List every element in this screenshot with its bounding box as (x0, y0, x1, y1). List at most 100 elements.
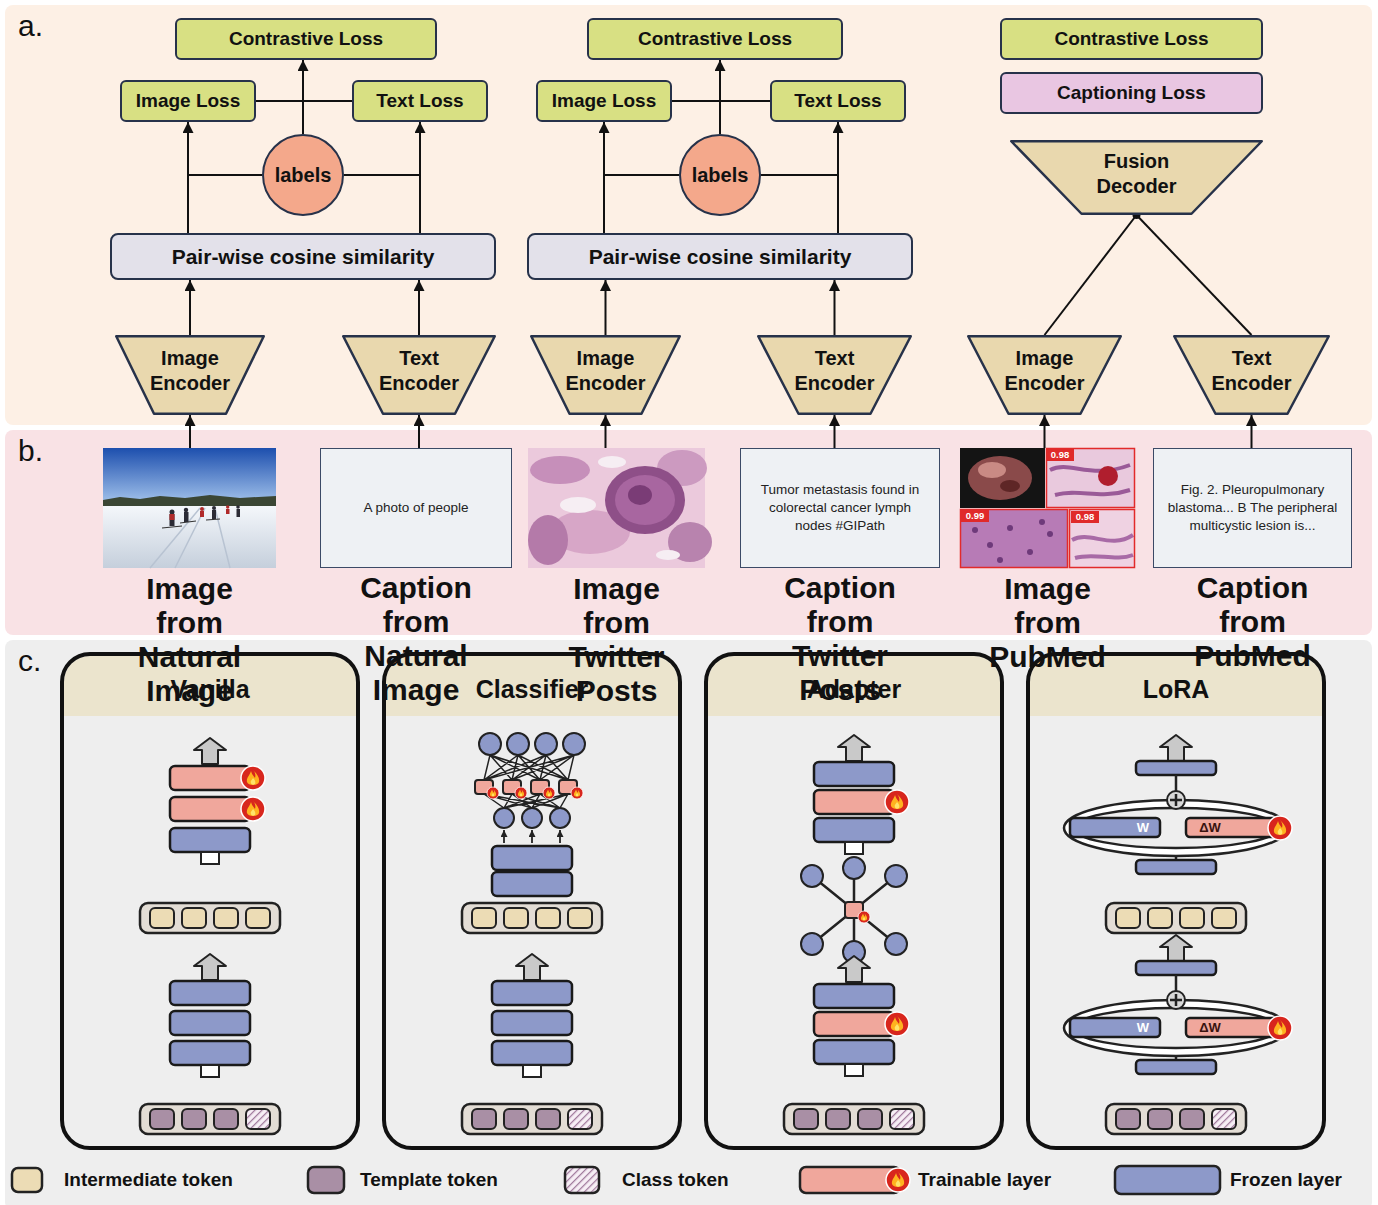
vanilla-illustration-part (170, 828, 250, 852)
panel-letter: c. (18, 644, 41, 678)
histology-photo-part (615, 475, 675, 525)
snow-photo-part-part (184, 508, 188, 512)
connector (1044, 415, 1046, 448)
pubmed-figure-part (960, 448, 1045, 508)
classifier-illustration (462, 733, 602, 1134)
box-label: Fusion Decoder (1081, 149, 1193, 199)
classifier-illustration-part (479, 733, 585, 828)
caption-text: A photo of people (363, 499, 468, 517)
pubmed-figure-part (972, 519, 1053, 563)
loss-box: Contrastive Loss (1000, 18, 1263, 60)
card-title: LoRA (1143, 674, 1210, 704)
decoder-trapezoid: Fusion Decoder (1010, 140, 1263, 215)
histology-photo-part (598, 456, 626, 468)
connector (834, 280, 836, 335)
legend-swatch (800, 1167, 900, 1193)
box-label: Image Loss (136, 84, 241, 118)
weight-label: ΔW (1190, 1018, 1230, 1037)
vanilla-illustration-part (170, 1041, 250, 1065)
vanilla-illustration (140, 738, 280, 1134)
pubmed-figure-part-part (1007, 525, 1013, 531)
pubmed-figure-part-part (987, 542, 993, 548)
vanilla-illustration-part (241, 766, 265, 790)
loss-box: Contrastive Loss (587, 18, 843, 60)
classifier-illustration-part (543, 787, 555, 799)
panel-letter: b. (18, 434, 43, 468)
connector (1251, 415, 1253, 448)
snow-photo-part (150, 508, 230, 568)
classifier-illustration-part (515, 787, 527, 799)
label-stub-lines-part (344, 174, 420, 176)
pubmed-figure-part (1072, 535, 1133, 558)
connector (418, 415, 420, 448)
classifier-illustration-part-part (559, 830, 561, 843)
histology-photo-part (605, 466, 685, 534)
box-label: Pair-wise cosine similarity (589, 240, 852, 274)
adapter-illustration-part (814, 818, 894, 842)
adapter-illustration-part-part (801, 933, 823, 955)
panel-letter: a. (18, 9, 43, 43)
method-card: Classifier (382, 652, 682, 1150)
caption-text: Fig. 2. Pleuropulmonary blastoma... B Th… (1166, 481, 1339, 535)
legend-label: Class token (622, 1169, 729, 1191)
legend-entry: Template token (306, 1163, 498, 1197)
snow-photo-part (170, 505, 230, 520)
pubmed-figure-part (968, 456, 1032, 500)
adapter-illustration-part (814, 1012, 894, 1036)
pubmed-figure-part (1046, 449, 1074, 461)
trapezoid-shape (1174, 336, 1329, 414)
loss-box: Text Loss (352, 80, 488, 122)
label-stub-lines-part (761, 174, 838, 176)
pubmed-figure-part (960, 509, 1068, 568)
encoder-trapezoid: Text Encoder (342, 335, 496, 415)
loss-box: Image Loss (120, 80, 256, 122)
method-card: LoRA (1026, 652, 1326, 1150)
adapter-illustration-part (801, 857, 907, 963)
legend-entry: Intermediate token (10, 1163, 233, 1197)
connector (834, 415, 836, 448)
connector (605, 280, 607, 335)
lora-illustration-part (1106, 903, 1246, 933)
card-title: Vanilla (170, 674, 249, 704)
loss-box: Contrastive Loss (175, 18, 437, 60)
pubmed-figure-part (961, 510, 989, 522)
classifier-illustration-part-part (563, 733, 585, 755)
pubmed-figure-part-part (972, 527, 978, 533)
trapezoid-shape (1011, 141, 1262, 214)
pubmed-figure-part (1070, 510, 1135, 568)
adapter-illustration (784, 735, 924, 1134)
adapter-illustration-part (838, 956, 870, 982)
weight-label: ΔW (1190, 818, 1230, 837)
image-sample: Image from PubMed (960, 448, 1135, 568)
connector (418, 280, 420, 335)
vanilla-illustration-part (140, 1104, 280, 1134)
pubmed-figure-part (1047, 449, 1135, 508)
connector (719, 60, 721, 134)
snow-photo-part-part (170, 510, 175, 515)
legend-swatch (1115, 1166, 1220, 1194)
pubmed-figure-part (1069, 509, 1135, 568)
trapezoid-shape (343, 336, 495, 414)
score-label: 0.98 (1071, 511, 1099, 523)
adapter-illustration-part (812, 868, 896, 952)
classifier-illustration-part (462, 1104, 602, 1134)
panel-grounds-part (5, 640, 1372, 1205)
score-label: 0.98 (1046, 449, 1074, 461)
classifier-illustration-part (571, 787, 583, 799)
box-label: Image Encoder (134, 346, 246, 396)
connector (605, 415, 607, 448)
method-card: Vanilla (60, 652, 360, 1150)
legend-swatch-frame (563, 1163, 613, 1197)
classifier-illustration-part-part (479, 733, 501, 755)
box-label: labels (692, 158, 749, 192)
box-label: Image Loss (552, 84, 657, 118)
vanilla-illustration-part (170, 1011, 250, 1035)
box-label: Contrastive Loss (229, 22, 383, 56)
snow-photo-part-part (184, 512, 189, 522)
pubmed-figure-part (1050, 465, 1130, 495)
adapter-illustration-part (845, 1064, 863, 1076)
adapter-illustration-part-part (885, 933, 907, 955)
connector (1045, 215, 1137, 335)
pubmed-figure-part (978, 462, 1006, 478)
vanilla-illustration-part (241, 797, 265, 821)
